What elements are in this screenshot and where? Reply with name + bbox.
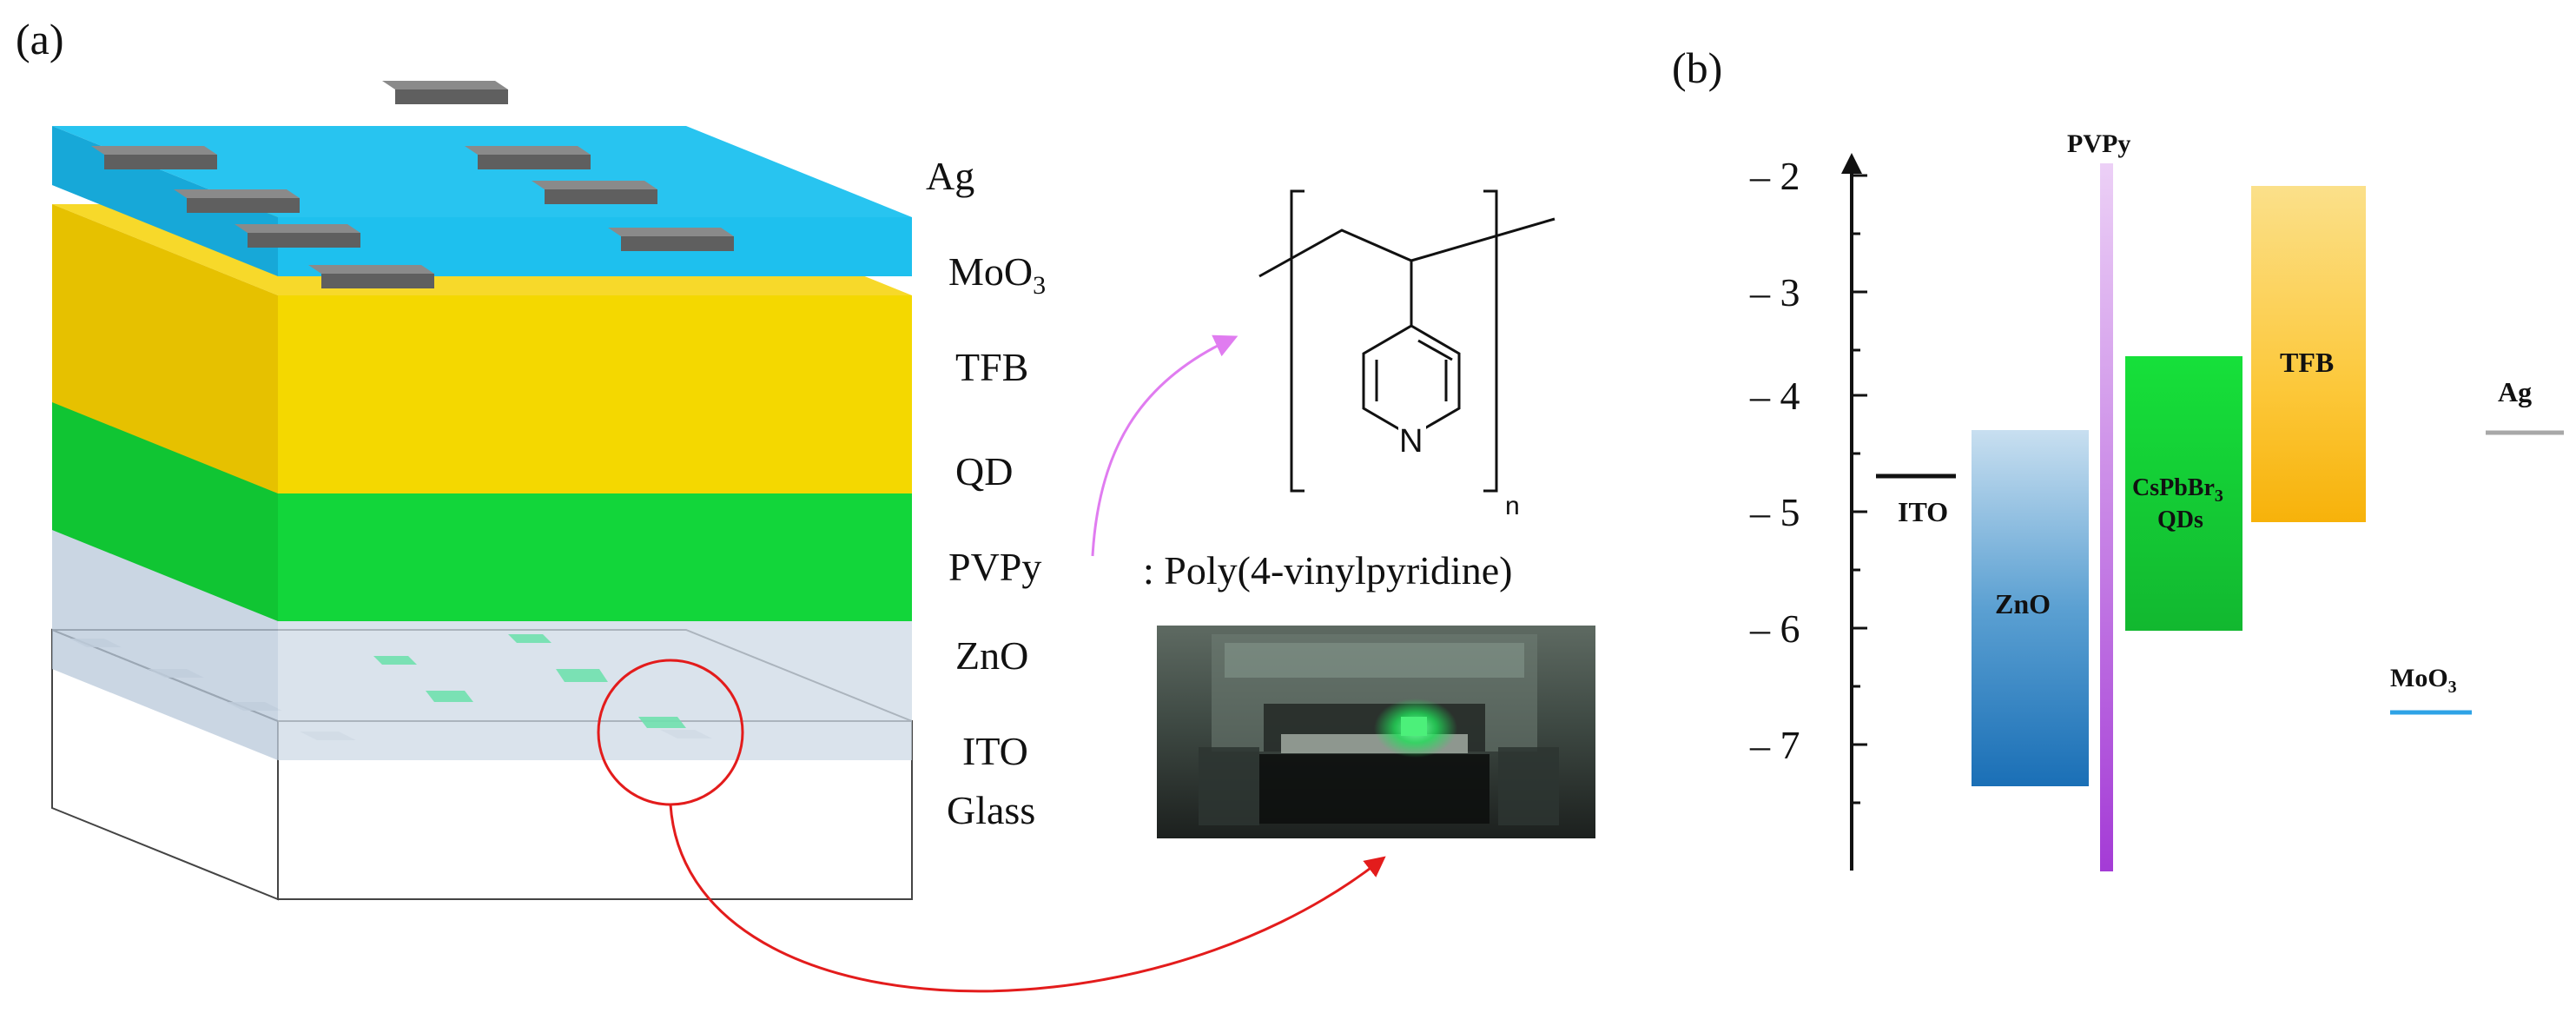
tick-label: – 3	[1749, 270, 1800, 315]
qd-label-line1: CsPbBr3	[2132, 474, 2223, 506]
qd-bar	[2125, 356, 2242, 631]
label-glass: Glass	[947, 788, 1035, 832]
pvpy-molecule	[1258, 189, 1556, 493]
axis-ticks	[1852, 174, 1867, 805]
zno-bar	[1972, 430, 2089, 786]
tick-label: – 5	[1749, 490, 1800, 534]
qd-label-line2: QDs	[2157, 507, 2203, 533]
ag-stripe	[608, 228, 734, 251]
panel-b-label: (b)	[1672, 43, 1722, 92]
panel-b: (b) – 2 – 3 – 4 – 5 – 6 – 7 ITO	[1672, 43, 2564, 871]
label-ag: Ag	[926, 154, 974, 198]
panel-a-label: (a)	[16, 15, 64, 63]
label-zno: ZnO	[955, 633, 1028, 678]
ag-stripe	[532, 181, 657, 204]
ag-stripe	[234, 224, 360, 248]
label-qd: QD	[955, 449, 1013, 493]
atom-n: N	[1399, 423, 1423, 460]
panel-a: (a)	[16, 15, 1595, 993]
bracket-right	[1483, 189, 1498, 493]
pvpy-to-molecule-arrow	[1091, 334, 1238, 557]
device-photo	[1157, 626, 1595, 838]
label-pvpy: PVPy	[948, 545, 1041, 589]
ag-stripe	[308, 265, 434, 288]
layer-labels: Ag MoO3 TFB QD PVPy ZnO ITO Glass	[926, 154, 1046, 832]
label-ito: ITO	[962, 729, 1028, 773]
ag-stripe	[465, 146, 591, 169]
label-tfb: TFB	[955, 345, 1028, 389]
tick-label: – 4	[1749, 374, 1800, 418]
polymer-n: n	[1505, 492, 1520, 520]
axis-tick-labels: – 2 – 3 – 4 – 5 – 6 – 7	[1749, 154, 1800, 767]
nitrogen-mask	[1398, 426, 1426, 455]
bracket-left	[1290, 189, 1305, 493]
ag-stripe	[91, 146, 217, 169]
tick-label: – 6	[1749, 606, 1800, 651]
molecule-name: : Poly(4-vinylpyridine)	[1143, 548, 1512, 593]
tick-label: – 7	[1749, 723, 1800, 767]
ag-stripe	[174, 189, 300, 213]
ag-stripe	[382, 81, 508, 104]
ito-label: ITO	[1898, 496, 1948, 527]
label-moo3: MoO3	[948, 249, 1046, 300]
ag-label: Ag	[2498, 376, 2532, 407]
pvpy-label: PVPy	[2067, 129, 2130, 158]
pvpy-bar	[2100, 163, 2113, 871]
moo3-label: MoO3	[2390, 664, 2457, 697]
tfb-bar	[2251, 186, 2366, 522]
pixel-to-photo-arrow	[669, 804, 1386, 993]
tick-label: – 2	[1749, 154, 1800, 198]
tfb-label: TFB	[2280, 347, 2334, 378]
backbone	[1258, 217, 1556, 278]
ag-electrodes	[91, 81, 734, 288]
zno-label: ZnO	[1995, 588, 2051, 619]
